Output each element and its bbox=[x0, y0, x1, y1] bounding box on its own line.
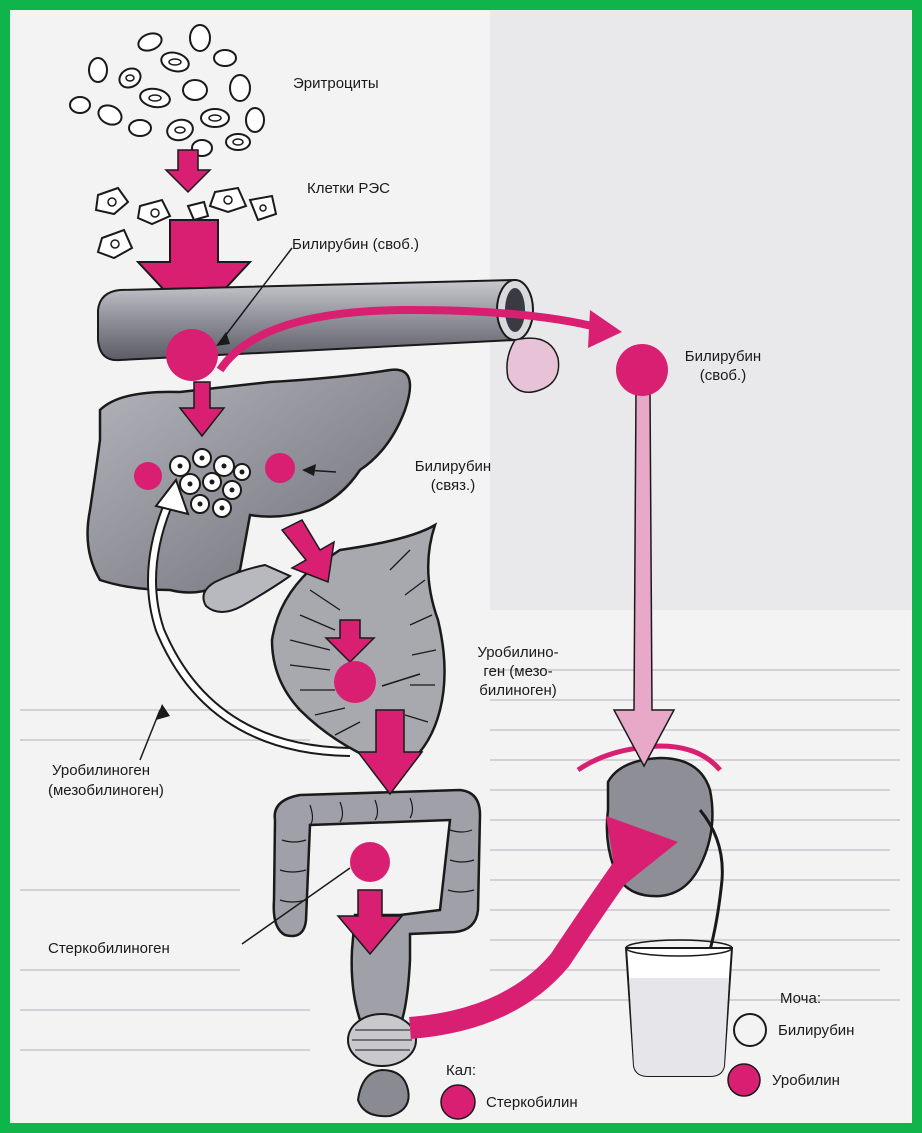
urine-liquid bbox=[629, 978, 729, 1076]
arrow-liver-to-intestine bbox=[282, 520, 334, 582]
erythrocytes-cluster bbox=[70, 25, 264, 156]
label-urobilinogen-intestine-line3: билиноген) bbox=[464, 682, 572, 700]
stercobilin-circle-icon bbox=[441, 1085, 475, 1119]
label-urobilinogen-intestine-line2: ген (мезо- bbox=[464, 663, 572, 681]
diagram-canvas: Эритроциты Клетки РЭС Билирубин (своб.) … bbox=[10, 10, 912, 1123]
circle-stercobilinogen bbox=[350, 842, 390, 882]
label-urobilinogen-return-line2: (мезобилиноген) bbox=[48, 782, 164, 800]
leader-arrowhead-return bbox=[156, 704, 170, 720]
label-bilirubin-bound-line2: (связ.) bbox=[408, 477, 498, 495]
label-bilirubin-bound-line1: Билирубин bbox=[408, 458, 498, 476]
legend-urine-bilirubin: Билирубин bbox=[778, 1022, 854, 1040]
label-erythrocytes: Эритроциты bbox=[293, 75, 379, 93]
label-urobilinogen-intestine-line1: Уробилино- bbox=[464, 644, 572, 662]
legend-feces-title: Кал: bbox=[446, 1062, 476, 1080]
label-urobilinogen-return-line1: Уробилиноген bbox=[52, 762, 150, 780]
background-page-shade bbox=[490, 10, 912, 610]
empty-circle-icon bbox=[734, 1014, 766, 1046]
circle-bilirubin-vessel bbox=[166, 329, 218, 381]
circle-bilirubin-blood bbox=[616, 344, 668, 396]
label-bilirubin-free-blood-line2: (своб.) bbox=[678, 367, 768, 385]
label-stercobilinogen: Стеркобилиноген bbox=[48, 940, 170, 958]
feces bbox=[358, 1070, 409, 1116]
legend-feces-stercobilin: Стеркобилин bbox=[486, 1094, 578, 1112]
circle-liver-left bbox=[134, 462, 162, 490]
label-bilirubin-free: Билирубин (своб.) bbox=[292, 236, 419, 254]
magenta-circle-icon bbox=[728, 1064, 760, 1096]
circle-urobilinogen-intestine bbox=[334, 661, 376, 703]
vessel-end-organ bbox=[507, 338, 559, 392]
label-res-cells: Клетки РЭС bbox=[307, 180, 390, 198]
legend-urine-title: Моча: bbox=[780, 990, 821, 1008]
circle-bilirubin-bound bbox=[265, 453, 295, 483]
label-bilirubin-free-blood-line1: Билирубин bbox=[678, 348, 768, 366]
legend-urine-urobilin: Уробилин bbox=[772, 1072, 840, 1090]
